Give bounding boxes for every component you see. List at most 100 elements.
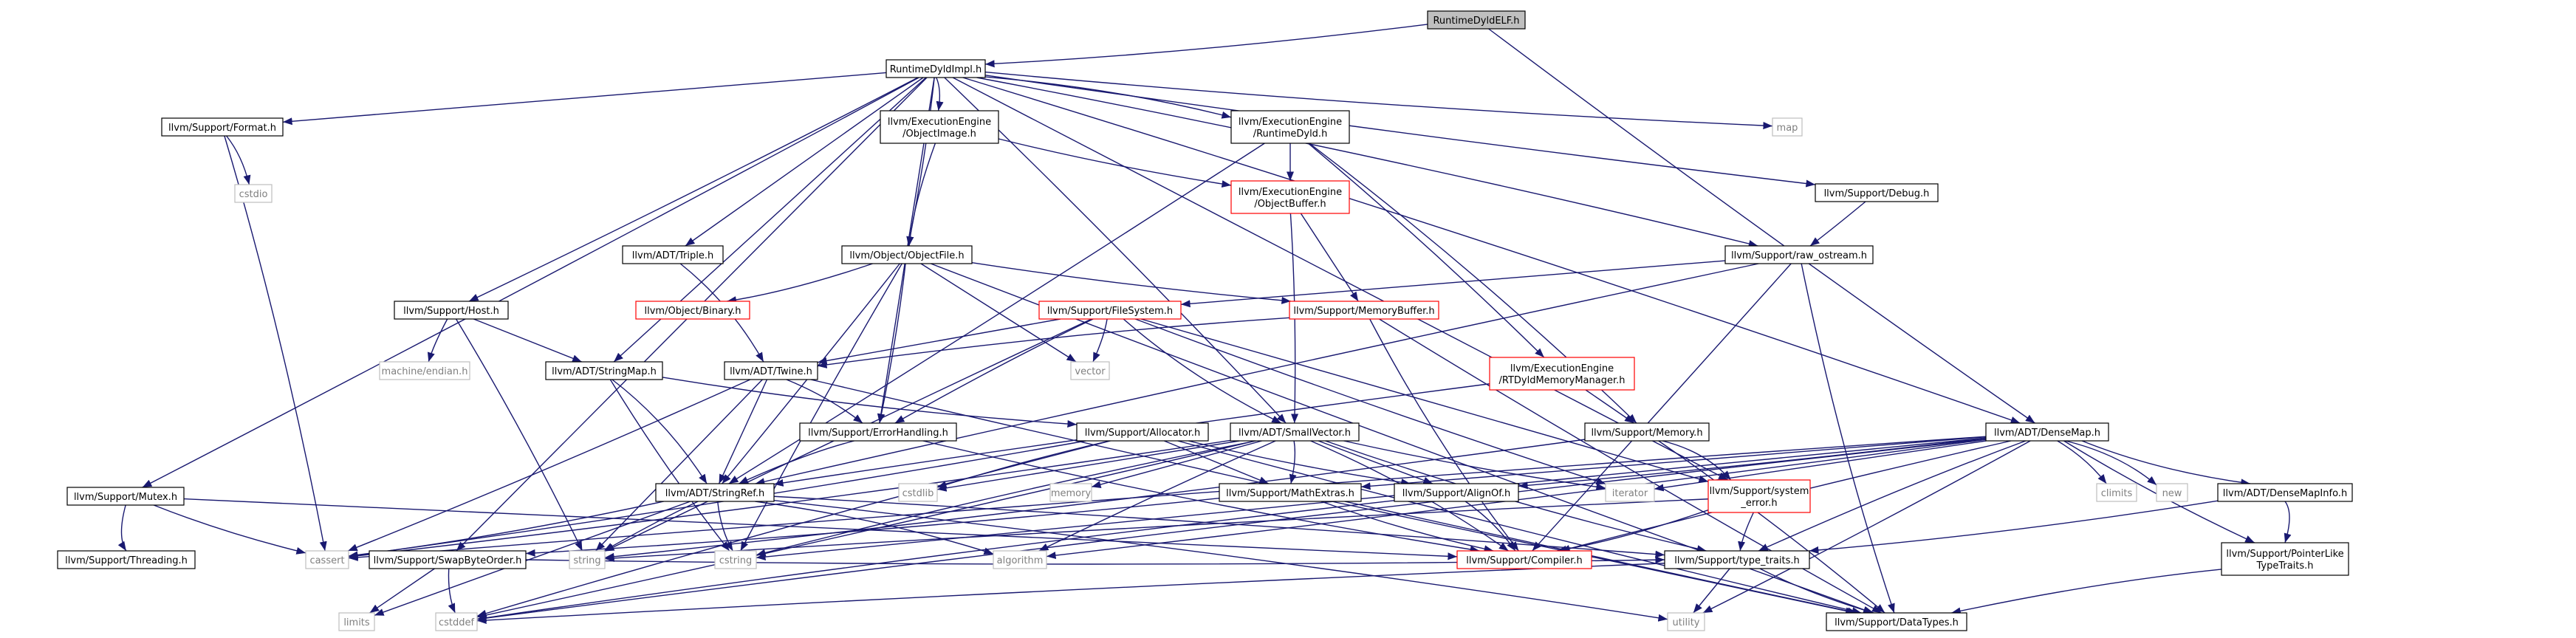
edge-fs-to-smallvec xyxy=(1123,318,1282,424)
node-label-format: llvm/Support/Format.h xyxy=(168,123,276,134)
edge-impl-to-eeobjimg xyxy=(936,77,944,112)
node-strmap[interactable]: llvm/ADT/StringMap.h xyxy=(545,361,663,380)
node-mathext[interactable]: llvm/Support/MathExtras.h xyxy=(1219,483,1362,502)
node-label-cassert: cassert xyxy=(309,555,344,566)
edge-rawos-to-fs xyxy=(1180,260,1726,308)
node-objfile[interactable]: llvm/Object/ObjectFile.h xyxy=(841,245,973,264)
node-smallvec[interactable]: llvm/ADT/SmallVector.h xyxy=(1230,422,1360,442)
edge-objfile-to-vector xyxy=(920,263,1077,363)
node-label-syserr-0: llvm/Support/system xyxy=(1710,486,1809,497)
node-twine[interactable]: llvm/ADT/Twine.h xyxy=(724,361,818,380)
edge-strmap-to-cstring xyxy=(609,379,730,552)
node-typetraits[interactable]: llvm/Support/type_traits.h xyxy=(1664,550,1810,569)
edge-impl-to-debug xyxy=(984,75,1816,188)
edge-errhand-to-strref xyxy=(739,440,854,484)
node-label-strref: llvm/ADT/StringRef.h xyxy=(665,488,764,499)
node-strref[interactable]: llvm/ADT/StringRef.h xyxy=(655,483,775,502)
node-objbin[interactable]: llvm/Object/Binary.h xyxy=(635,301,750,320)
edge-swapbyte-to-cstddef xyxy=(448,568,456,614)
node-box-fs xyxy=(1038,301,1182,320)
edge-impl-to-format xyxy=(282,72,887,126)
node-box-strmap xyxy=(545,361,663,380)
edge-densemap-to-alignof xyxy=(1518,437,1987,490)
node-host[interactable]: llvm/Support/Host.h xyxy=(394,301,509,320)
node-eeobjbuf[interactable]: llvm/ExecutionEngine/ObjectBuffer.h xyxy=(1230,180,1350,214)
edge-fs-to-vector xyxy=(1092,318,1108,363)
node-box-cstdio xyxy=(234,184,273,203)
edge-impl-to-rawos xyxy=(976,77,1758,247)
node-label-rtdyldmm-1: /RTDyldMemoryManager.h xyxy=(1498,375,1625,386)
node-densemapinfo[interactable]: llvm/ADT/DenseMapInfo.h xyxy=(2217,483,2353,502)
node-box-host xyxy=(394,301,509,320)
edge-strmap-to-strref xyxy=(612,379,708,484)
node-densemap[interactable]: llvm/ADT/DenseMap.h xyxy=(1985,422,2109,442)
node-errhand[interactable]: llvm/Support/ErrorHandling.h xyxy=(799,422,957,442)
node-label-densemap: llvm/ADT/DenseMap.h xyxy=(1994,428,2100,439)
edge-membuf-to-compiler xyxy=(1369,318,1519,552)
node-threading[interactable]: llvm/Support/Threading.h xyxy=(57,550,196,569)
edge-smallvec-to-iterator xyxy=(1343,440,1606,491)
edge-fs-to-errhand xyxy=(894,318,1094,424)
node-memory[interactable]: llvm/Support/Memory.h xyxy=(1584,422,1710,442)
node-compiler[interactable]: llvm/Support/Compiler.h xyxy=(1456,550,1592,569)
node-box-impl xyxy=(886,59,986,78)
edge-debug-to-rawos xyxy=(1809,201,1866,247)
node-box-rtdyldmm xyxy=(1489,357,1635,391)
node-box-densemap xyxy=(1985,422,2109,442)
edge-rawos-to-datatypes xyxy=(1801,263,1895,614)
node-fs[interactable]: llvm/Support/FileSystem.h xyxy=(1038,301,1182,320)
edge-memory-to-string xyxy=(604,439,1586,560)
node-label-machend: machine/endian.h xyxy=(382,366,468,377)
node-label-memoryhdr: memory xyxy=(1051,488,1092,499)
edge-mutex-to-compiler xyxy=(183,498,1458,560)
node-eedyld[interactable]: llvm/ExecutionEngine/RuntimeDyld.h xyxy=(1230,110,1350,144)
edge-smallvec-to-memoryhdr xyxy=(1091,440,1262,488)
edge-alloc-to-cassert xyxy=(348,440,1086,559)
node-label-root: RuntimeDyldELF.h xyxy=(1433,16,1519,27)
node-label-objfile: llvm/Object/ObjectFile.h xyxy=(849,250,964,261)
node-eeobjimg[interactable]: llvm/ExecutionEngine/ObjectImage.h xyxy=(880,110,999,144)
edge-root-to-densemap xyxy=(1488,28,2035,424)
edge-membuf-to-datatypes xyxy=(1379,318,1882,614)
node-label-limits: limits xyxy=(343,617,370,628)
node-box-ptrlike xyxy=(2221,542,2349,576)
node-label-membuf: llvm/Support/MemoryBuffer.h xyxy=(1293,306,1434,317)
node-impl[interactable]: RuntimeDyldImpl.h xyxy=(886,59,986,78)
edge-alignof-to-cstddef xyxy=(476,500,1395,622)
node-alignof[interactable]: llvm/Support/AlignOf.h xyxy=(1394,483,1519,502)
node-box-algorithm xyxy=(993,550,1047,569)
node-cstddef: cstddef xyxy=(435,612,478,631)
node-cstdio: cstdio xyxy=(234,184,273,203)
node-triple[interactable]: llvm/ADT/Triple.h xyxy=(622,245,724,264)
node-root[interactable]: RuntimeDyldELF.h xyxy=(1427,10,1526,30)
node-rawos[interactable]: llvm/Support/raw_ostream.h xyxy=(1724,245,1874,264)
node-label-swapbyte: llvm/Support/SwapByteOrder.h xyxy=(374,555,522,566)
node-debug[interactable]: llvm/Support/Debug.h xyxy=(1815,183,1939,202)
edge-smallvec-to-alignof xyxy=(1318,440,1433,484)
node-box-map xyxy=(1772,117,1803,137)
node-swapbyte[interactable]: llvm/Support/SwapByteOrder.h xyxy=(369,550,527,569)
node-rtdyldmm[interactable]: llvm/ExecutionEngine/RTDyldMemoryManager… xyxy=(1489,357,1635,391)
node-syserr[interactable]: llvm/Support/system_error.h xyxy=(1707,479,1811,513)
node-datatypes[interactable]: llvm/Support/DataTypes.h xyxy=(1826,612,1967,631)
node-label-rtdyldmm-0: llvm/ExecutionEngine xyxy=(1510,363,1614,374)
node-label-climits: climits xyxy=(2101,488,2133,499)
edge-impl-to-map xyxy=(984,71,1773,130)
node-label-densemapinfo: llvm/ADT/DenseMapInfo.h xyxy=(2223,488,2347,499)
node-format[interactable]: llvm/Support/Format.h xyxy=(161,117,284,137)
node-membuf[interactable]: llvm/Support/MemoryBuffer.h xyxy=(1289,301,1439,320)
node-label-string: string xyxy=(573,555,600,566)
edge-format-to-cstdio xyxy=(226,135,251,185)
node-box-rawos xyxy=(1724,245,1874,264)
node-box-mathext xyxy=(1219,483,1362,502)
node-label-cstddef: cstddef xyxy=(439,617,475,628)
node-box-machend xyxy=(379,361,470,380)
node-mutex[interactable]: llvm/Support/Mutex.h xyxy=(66,487,185,506)
node-alloc[interactable]: llvm/Support/Allocator.h xyxy=(1076,422,1209,442)
node-box-swapbyte xyxy=(369,550,527,569)
edge-syserr-to-string xyxy=(604,498,1709,562)
edge-eeobjbuf-to-membuf xyxy=(1300,213,1359,302)
